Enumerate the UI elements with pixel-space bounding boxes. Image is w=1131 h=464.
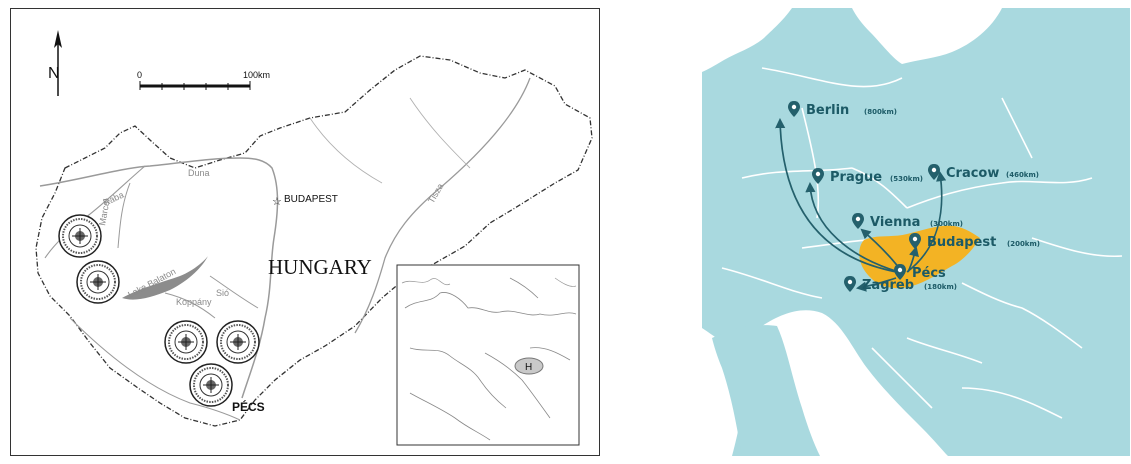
city-name-cracow: Cracow	[946, 166, 999, 181]
city-name-pecs: Pécs	[912, 266, 946, 281]
hungary-highlight	[859, 225, 980, 289]
country-borders	[721, 67, 1123, 419]
scale-end-label: 100km	[243, 70, 270, 80]
seal-icon	[164, 320, 208, 364]
europe-route-map: Berlin (800km) Prague (530km) Cracow (46…	[702, 8, 1130, 456]
river-marcal	[117, 182, 131, 249]
seal-icon	[216, 320, 260, 364]
route-arrow	[775, 117, 898, 273]
label-sio: Sió	[216, 288, 229, 298]
inset-hungary-shape	[514, 357, 544, 375]
label-koppany: Koppány	[176, 297, 212, 307]
river-drava	[69, 317, 241, 421]
route-arrow	[906, 170, 947, 273]
label-duna: Duna	[188, 168, 210, 178]
inset-europe-map: H	[396, 264, 580, 446]
label-pecs: PÉCS	[232, 399, 265, 414]
country-label: HUNGARY	[268, 255, 372, 279]
distance-cracow: (460km)	[1006, 171, 1039, 179]
seal-icon	[58, 214, 102, 258]
hungary-map: N 0 100km Duna Rába Marcal Tisza Sió Kop…	[10, 8, 600, 456]
city-name-budapest: Budapest	[927, 235, 996, 250]
route-arrow	[907, 246, 919, 273]
city-name-vienna: Vienna	[870, 215, 920, 230]
label-budapest: BUDAPEST	[284, 194, 338, 205]
distance-berlin: (800km)	[864, 108, 897, 116]
city-name-zagreb: Zagreb	[862, 278, 914, 293]
origin-pecs: Pécs	[894, 264, 946, 281]
river-northern	[309, 97, 471, 184]
seal-icon	[76, 260, 120, 304]
river-tisza	[354, 77, 531, 334]
sea-north	[702, 8, 792, 72]
destination-vienna: Vienna (300km)	[852, 213, 963, 230]
distance-prague: (530km)	[890, 175, 923, 183]
north-label: N	[48, 65, 60, 82]
scale-start-label: 0	[137, 70, 142, 80]
destination-prague: Prague (530km)	[812, 168, 923, 185]
land-italy	[712, 325, 820, 456]
route-arrow	[805, 181, 900, 273]
route-arrow	[855, 277, 897, 292]
seal-icon	[189, 363, 233, 407]
destination-budapest: Budapest (200km)	[909, 233, 1040, 250]
distance-budapest: (200km)	[1007, 240, 1040, 248]
river-koppany	[164, 292, 216, 319]
distance-vienna: (300km)	[930, 220, 963, 228]
city-name-berlin: Berlin	[806, 103, 849, 118]
destination-berlin: Berlin (800km)	[788, 101, 897, 118]
destination-zagreb: Zagreb (180km)	[844, 276, 957, 293]
label-marcal: Marcal	[97, 198, 112, 226]
north-arrow-icon: N	[48, 30, 62, 96]
city-name-prague: Prague	[830, 170, 882, 185]
lake-balaton	[122, 256, 208, 300]
scale-bar: 0 100km	[137, 70, 270, 90]
sea-baltic	[852, 8, 1002, 64]
river-sio	[209, 275, 259, 309]
distance-zagreb: (180km)	[924, 283, 957, 291]
destination-cracow: Cracow (460km)	[928, 164, 1039, 181]
inset-label: H	[525, 362, 532, 373]
capital-star-icon: ☆	[272, 196, 282, 208]
sea-adriatic	[762, 310, 948, 456]
river-duna	[39, 157, 279, 399]
